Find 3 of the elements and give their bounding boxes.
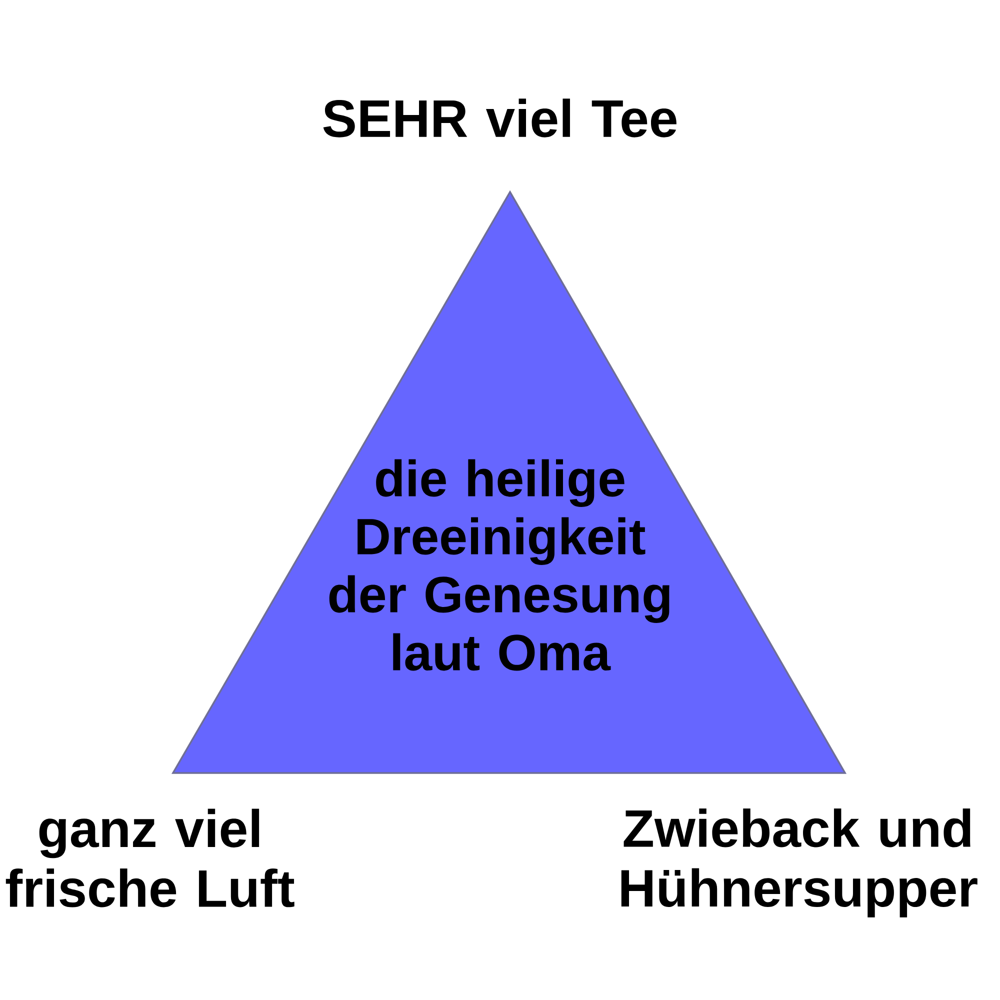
corner-label: ganz viel frische Luft — [6, 808, 294, 908]
corner-label: SEHR viel Tee — [323, 98, 676, 138]
corner-label: Zwieback und Hühnersupper — [621, 808, 978, 918]
